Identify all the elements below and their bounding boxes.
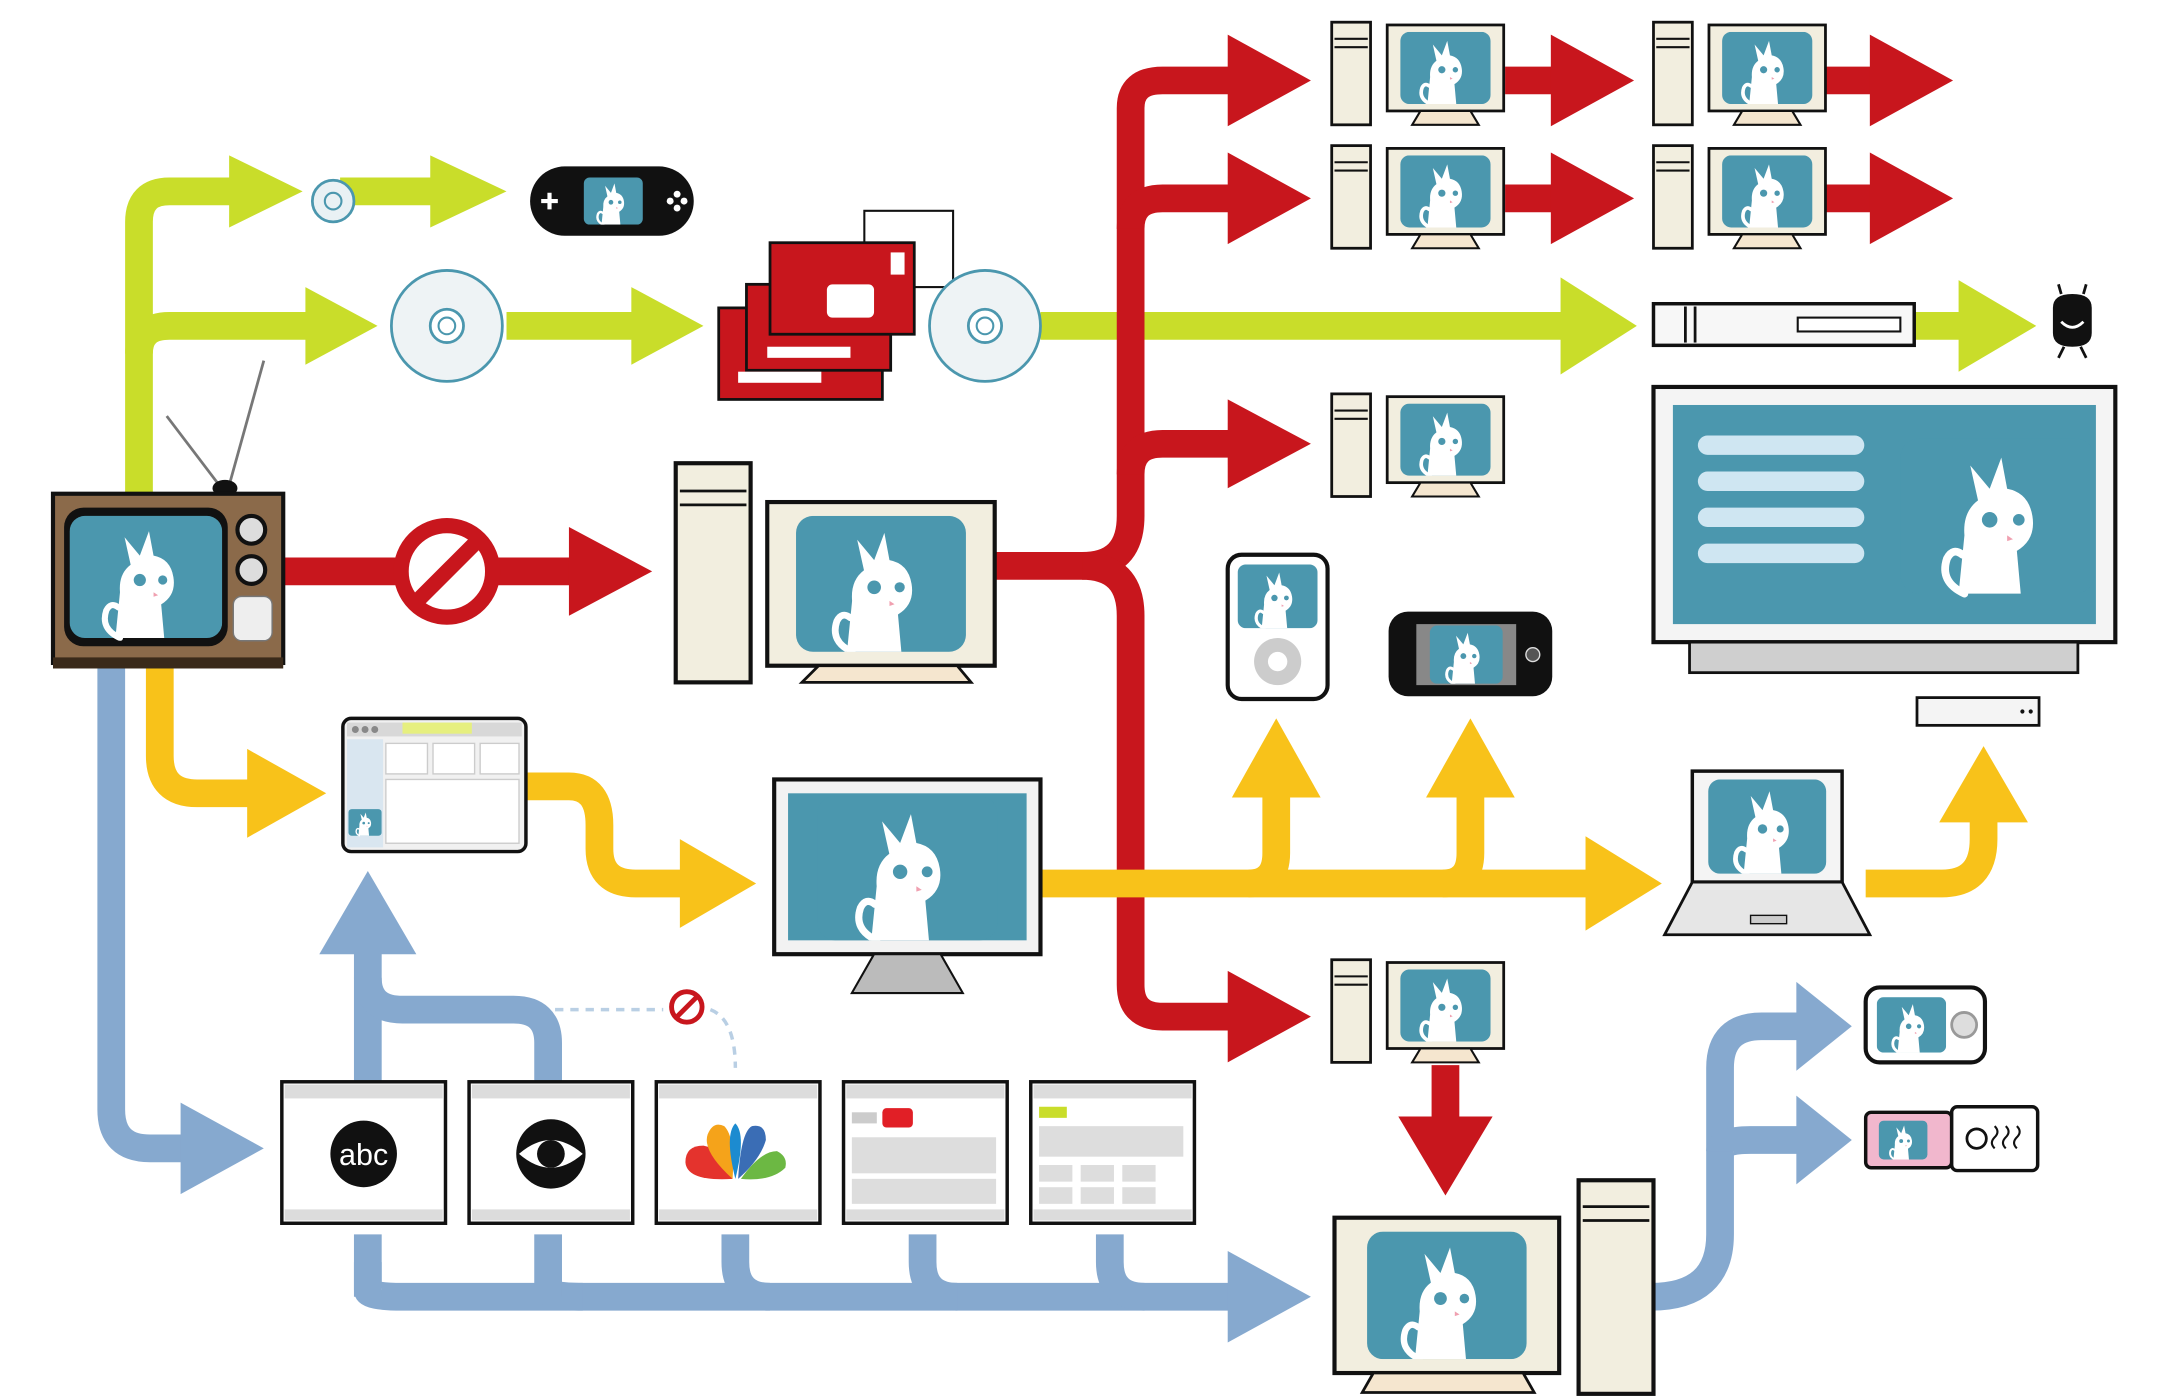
optical-disc-icon[interactable] (928, 269, 1042, 383)
optical-disc-icon[interactable] (390, 269, 504, 383)
desktop-computer-icon[interactable] (1332, 960, 1504, 1063)
dvr-box-icon[interactable] (1651, 301, 1916, 348)
desktop-computer-icon[interactable] (1653, 22, 1825, 125)
nbc-peacock-website-icon[interactable] (654, 1080, 822, 1225)
monitor-icon[interactable] (772, 777, 1043, 995)
desktop-computer-icon[interactable] (1332, 1178, 1656, 1396)
listing-site-icon[interactable] (1029, 1080, 1197, 1225)
laptop-icon[interactable] (1662, 769, 1873, 937)
desktop-computer-icon[interactable] (1653, 146, 1825, 249)
set-top-box-icon[interactable] (1915, 696, 2041, 727)
pocket-camera-icon[interactable] (1863, 985, 1988, 1065)
lime-arrowheads (229, 155, 2037, 375)
smartphone-icon[interactable] (1388, 611, 1553, 697)
browser-window-icon[interactable] (341, 716, 528, 854)
desktop-computer-icon[interactable] (1332, 22, 1504, 125)
tivo-mascot-icon[interactable] (2052, 283, 2092, 359)
yellow-flow (145, 665, 1998, 898)
media-player-icon[interactable] (1225, 552, 1330, 702)
abc-logo-text: abc (339, 1138, 388, 1172)
red-arrowheads (568, 34, 1954, 1196)
red-flow (284, 66, 1880, 1127)
prohibited-icon (669, 989, 705, 1025)
abc-website-icon[interactable]: abc (280, 1080, 448, 1225)
mini-disc-icon[interactable] (310, 178, 356, 224)
cbs-eye-website-icon[interactable] (467, 1080, 635, 1225)
retro-television-icon[interactable] (50, 360, 286, 669)
blue-arrowheads (180, 870, 1852, 1343)
slider-phone-icon[interactable] (1863, 1105, 2040, 1173)
desktop-computer-icon[interactable] (1332, 146, 1504, 249)
blocked-dashed-link (555, 1007, 738, 1068)
desktop-computer-icon[interactable] (1332, 394, 1504, 497)
dvd-cases-icon[interactable] (717, 209, 955, 401)
desktop-computer-icon[interactable] (673, 461, 997, 685)
blue-flow (97, 665, 1804, 1311)
yellow-arrowheads (247, 718, 2028, 931)
video-site-icon[interactable] (841, 1080, 1009, 1225)
blocked-sign-icon (393, 518, 501, 625)
handheld-console-icon[interactable] (530, 166, 694, 236)
flat-screen-tv-icon[interactable] (1651, 384, 2118, 675)
